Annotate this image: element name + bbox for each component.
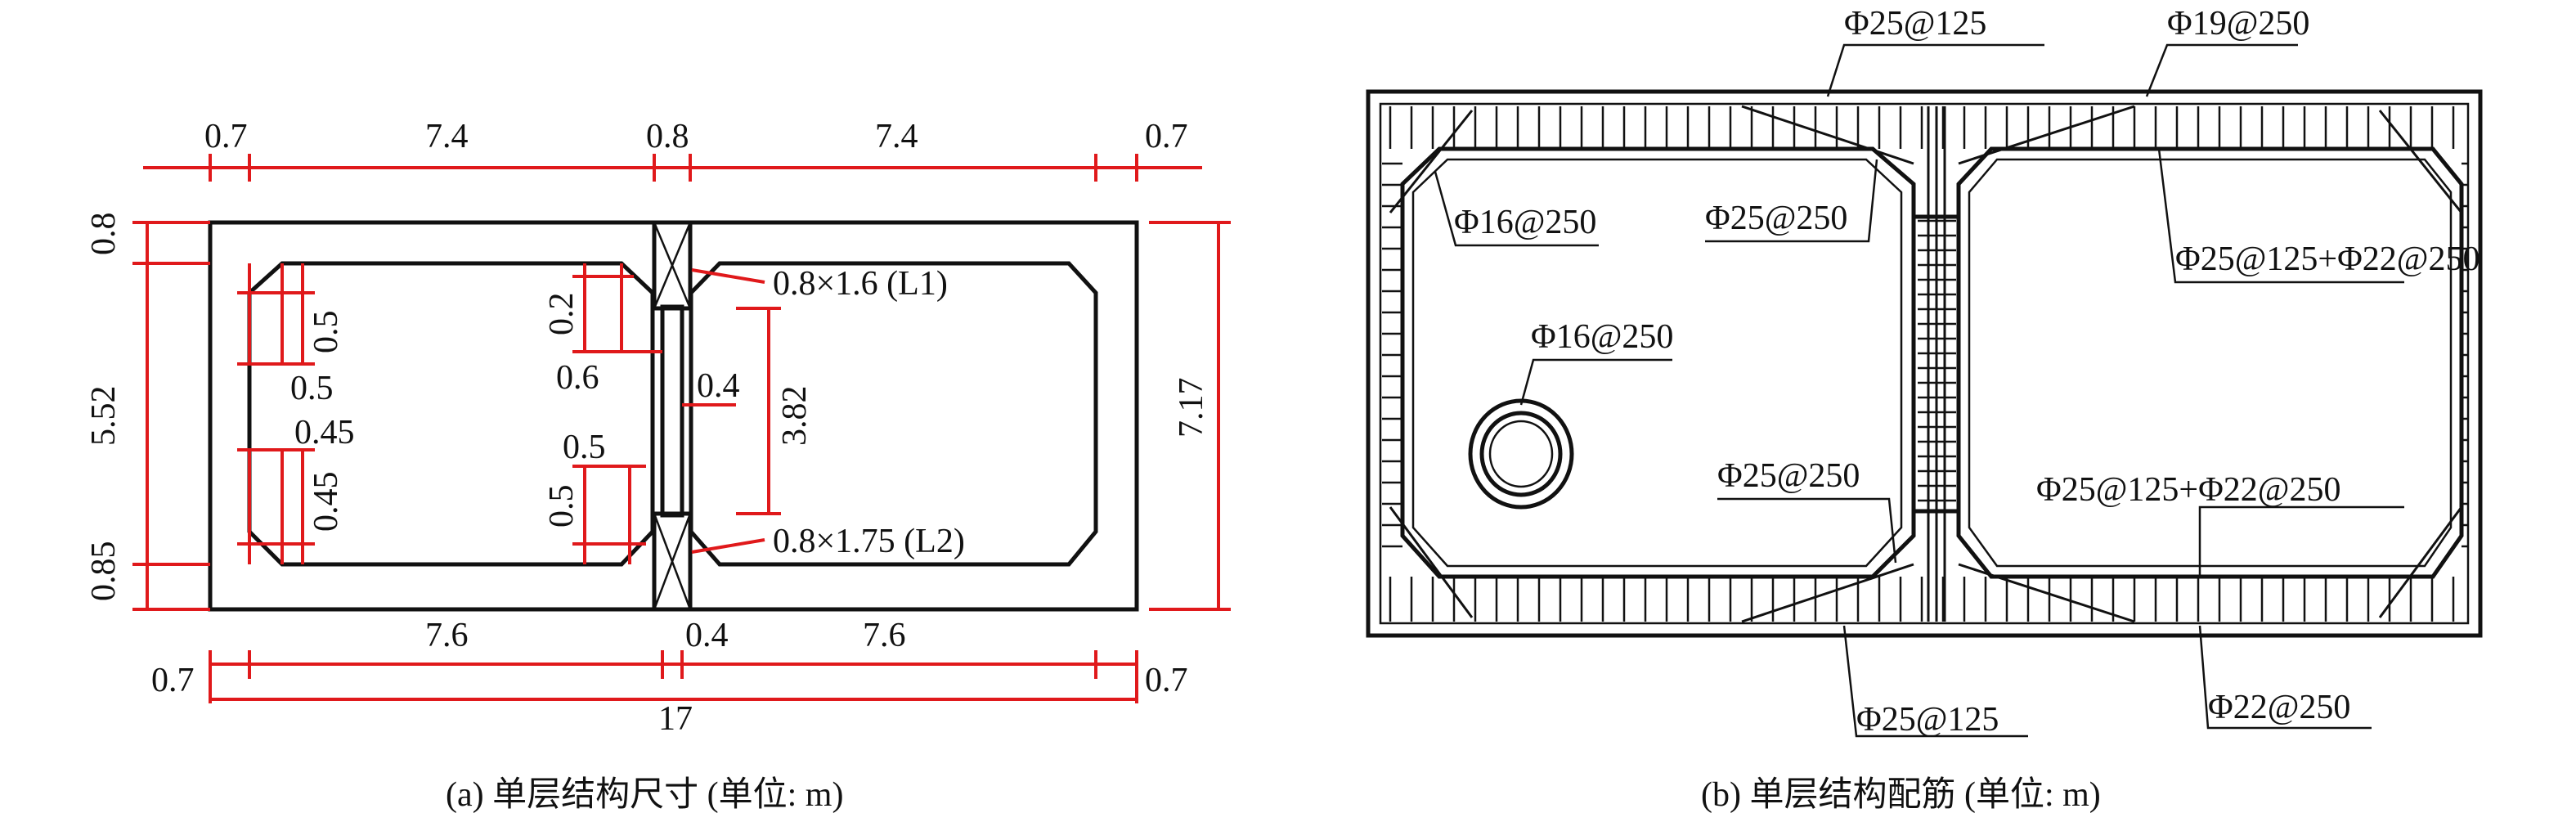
bottom-dimension [209, 650, 1138, 703]
rebar-leaders [1434, 43, 2404, 738]
wall-dims [682, 307, 781, 515]
wall-height: 3.82 [776, 386, 814, 447]
mid-bot-h: 0.5 [563, 429, 606, 466]
label-right-bottom: Φ25@125+Φ22@250 [2036, 471, 2340, 509]
total-width: 17 [658, 700, 693, 738]
pipe [1468, 398, 1574, 510]
beam-l2-label: 0.8×1.75 (L2) [773, 523, 965, 560]
label-right-top: Φ25@125+Φ22@250 [2175, 240, 2480, 278]
haunch-bottom-dims [237, 448, 315, 564]
top-dimension [143, 154, 1202, 182]
bottom-dim-1: 7.6 [425, 617, 469, 654]
label-left-corner: Φ16@250 [1454, 204, 1596, 241]
top-dim-3: 0.8 [646, 118, 689, 155]
left-cell [247, 261, 655, 567]
wall-thickness: 0.4 [697, 367, 740, 405]
beam-l1-leader [691, 268, 765, 284]
right-cell [689, 261, 1098, 567]
top-dim-5: 0.7 [1145, 118, 1188, 155]
mid-top-h: 0.6 [556, 359, 599, 397]
label-mid-bottom: Φ25@250 [1717, 457, 1860, 495]
caption-b: (b) 单层结构配筋 (单位: m) [1701, 775, 2101, 814]
haunch-bot-h: 0.45 [294, 414, 355, 451]
bottom-edge-dim-left: 0.7 [151, 662, 195, 699]
label-top-left: Φ25@125 [1844, 5, 1986, 43]
top-dim-4: 7.4 [875, 118, 918, 155]
panel-b: Φ25@125 Φ19@250 Φ16@250 Φ25@250 Φ25@125+… [1366, 5, 2483, 814]
bottom-dim-3: 7.6 [863, 617, 906, 654]
label-mid-top: Φ25@250 [1705, 200, 1847, 237]
stirrups [1382, 106, 2468, 622]
haunch-bot-v: 0.45 [307, 472, 345, 532]
mid-top-dims [572, 263, 662, 353]
corner-bars [1389, 105, 2463, 623]
left-dim-2: 5.52 [85, 386, 123, 447]
middle-wall [660, 304, 684, 518]
mid-top-v: 0.2 [543, 293, 581, 336]
haunch-top-dims [237, 263, 315, 366]
rebar-middle-wall [1911, 106, 1961, 622]
beam-l1 [652, 220, 693, 311]
top-dim-2: 7.4 [425, 118, 469, 155]
left-dim-1: 0.8 [85, 213, 123, 256]
rebar-outer-inner [1379, 102, 2470, 625]
bottom-dim-2: 0.4 [685, 617, 729, 654]
rebar-outer [1366, 89, 2483, 638]
beam-l2-leader [691, 538, 765, 554]
right-height: 7.17 [1173, 378, 1210, 438]
mid-bot-v: 0.5 [543, 485, 581, 528]
haunch-top-h: 0.5 [290, 370, 334, 407]
top-dim-1: 0.7 [204, 118, 248, 155]
rebar-right-cell [1956, 146, 2464, 579]
left-dim-3: 0.85 [85, 541, 123, 602]
label-top-right: Φ19@250 [2167, 5, 2309, 43]
caption-a: (a) 单层结构尺寸 (单位: m) [446, 775, 843, 814]
rebar-left-cell [1400, 146, 1916, 579]
bottom-edge-dim-right: 0.7 [1145, 662, 1188, 699]
right-dimension [1149, 221, 1231, 611]
haunch-top-v: 0.5 [307, 311, 345, 354]
panel-a: 0.7 7.4 0.8 7.4 0.7 7.6 0.4 7.6 0.7 0.7 … [85, 118, 1231, 814]
mid-bot-dims [572, 465, 646, 564]
label-bottom-right: Φ22@250 [2208, 689, 2350, 726]
label-bottom-left: Φ25@125 [1856, 701, 1999, 739]
beam-l2 [652, 511, 693, 612]
left-dimension [132, 221, 210, 611]
label-pipe: Φ16@250 [1531, 318, 1673, 356]
beam-l1-label: 0.8×1.6 (L1) [773, 265, 948, 303]
